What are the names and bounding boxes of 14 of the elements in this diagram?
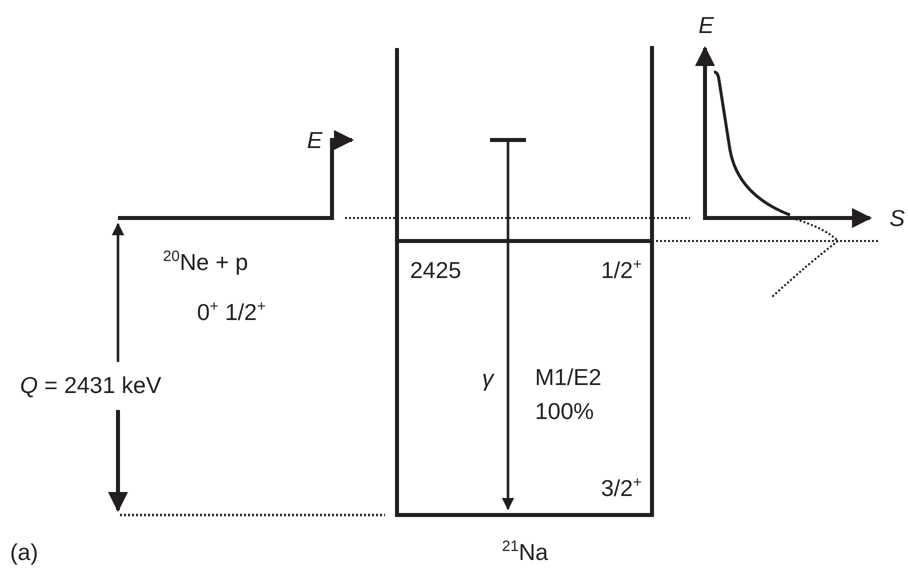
spin-parity-label: 1/2$^{+}$ xyxy=(601,258,642,282)
level-energy-label: 2425 xyxy=(410,258,462,282)
axis-label: E xyxy=(698,14,714,36)
spin-parity-label: 3/2$^{+}$ xyxy=(601,476,642,500)
beam-energy-label: E xyxy=(307,128,322,152)
branching-ratio-label: 100% xyxy=(535,400,594,422)
nucleus-label: $^{21}$Na xyxy=(502,540,548,564)
multipolarity-label: M1/E2 xyxy=(535,366,602,388)
panel-label: (a) xyxy=(10,540,38,564)
reaction-channel-label: $^{20}$Ne + p xyxy=(163,250,248,274)
axis-label: S xyxy=(890,206,905,230)
gamma-label: γ xyxy=(482,366,494,390)
q-value-label: Q = 2431 keV xyxy=(20,374,162,396)
spin-parity-label: 0$^{+}$ 1/2$^{+}$ xyxy=(197,300,266,324)
